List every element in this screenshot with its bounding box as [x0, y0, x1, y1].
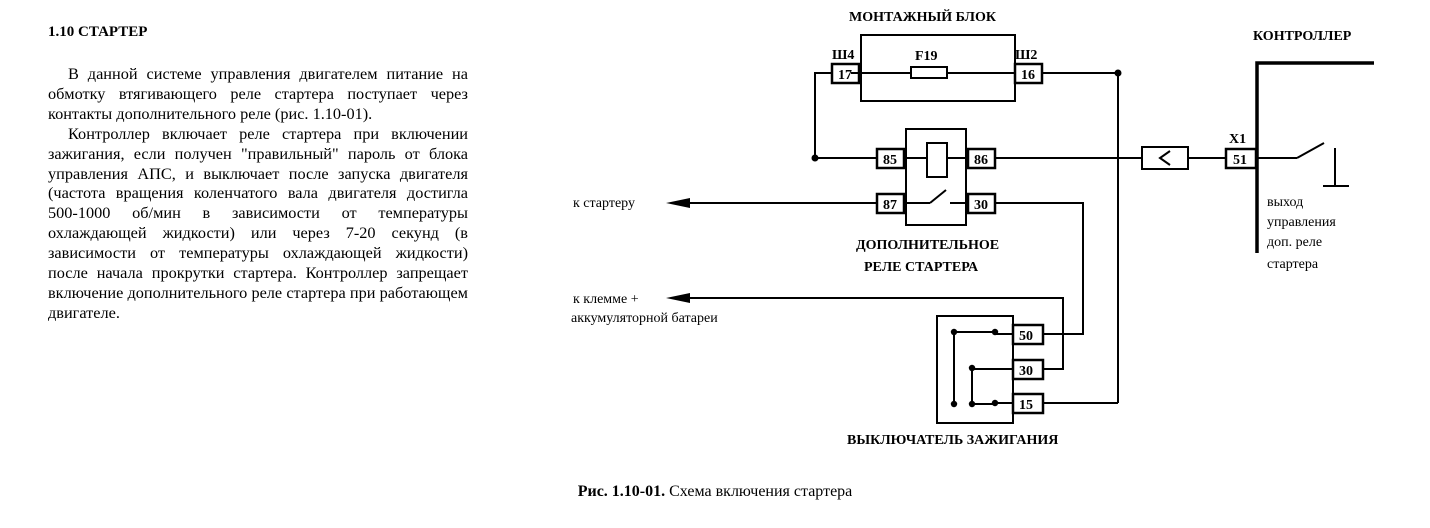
- controller-title: КОНТРОЛЛЕР: [1253, 29, 1352, 44]
- connector-label-right: Ш2: [1015, 48, 1037, 63]
- fuse-f19-symbol: [910, 66, 948, 79]
- ignition-pin-15-label: 15: [1019, 398, 1033, 413]
- mounting-block-title: МОНТАЖНЫЙ БЛОК: [849, 8, 997, 25]
- pin-16-label: 16: [1021, 68, 1035, 83]
- ignition-pin-50-label: 50: [1019, 329, 1033, 344]
- body-text: В данной системе управления двигателем п…: [48, 64, 468, 323]
- section-heading: 1.10 СТАРТЕР: [48, 24, 148, 40]
- relay-pin-87-label: 87: [883, 198, 897, 213]
- connector-label-left: Ш4: [832, 48, 854, 63]
- paragraph-2: Контроллер включает реле стартера при вк…: [48, 123, 468, 322]
- relay-pin-30-label: 30: [974, 198, 988, 213]
- relay-title-line1: ДОПОЛНИТЕЛЬНОЕ: [856, 238, 999, 253]
- controller-pin-51-label: 51: [1233, 153, 1247, 168]
- starter-arrow-icon: [666, 198, 690, 208]
- controller-output-line1: выход: [1267, 195, 1303, 210]
- controller-output-line3: доп. реле: [1267, 235, 1322, 250]
- relay-box: [905, 128, 967, 226]
- ignition-pin-30-label: 30: [1019, 364, 1033, 379]
- battery-label-line1: к клемме +: [573, 292, 639, 307]
- relay-pin-85-label: 85: [883, 153, 897, 168]
- caption-text: Схема включения стартера: [669, 483, 853, 500]
- relay-title-line2: РЕЛЕ СТАРТЕРА: [864, 260, 979, 275]
- fuse-label: F19: [915, 49, 938, 64]
- pin-17-label: 17: [838, 68, 852, 83]
- controller-edge: [1255, 61, 1374, 253]
- figure-caption: Рис. 1.10-01. Схема включения стартера: [0, 483, 1430, 501]
- controller-output-line4: стартера: [1267, 257, 1319, 272]
- battery-label-line2: аккумуляторной батареи: [571, 311, 718, 326]
- inline-connector: [1141, 146, 1189, 170]
- controller-output-line2: управления: [1267, 215, 1336, 230]
- starter-label: к стартеру: [573, 196, 635, 211]
- battery-arrow-icon: [666, 293, 690, 303]
- ignition-title: ВЫКЛЮЧАТЕЛЬ ЗАЖИГАНИЯ: [847, 433, 1058, 448]
- relay-pin-86-label: 86: [974, 153, 988, 168]
- caption-number: Рис. 1.10-01.: [577, 483, 666, 500]
- controller-connector-label: X1: [1229, 132, 1246, 147]
- relay-coil-icon: [926, 142, 948, 178]
- paragraph-1: В данной системе управления двигателем п…: [48, 64, 468, 123]
